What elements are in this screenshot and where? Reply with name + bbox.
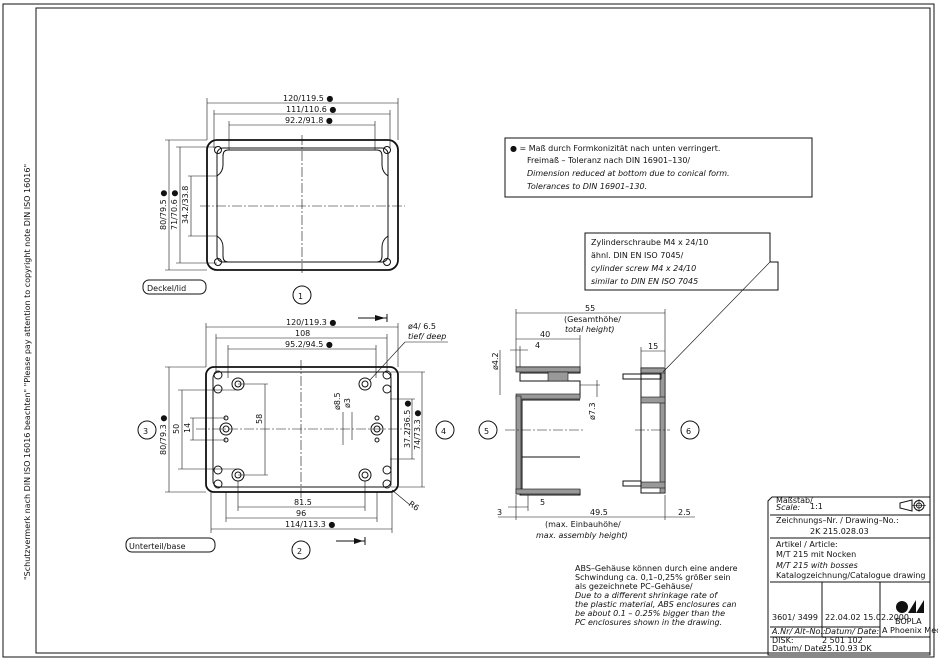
dim-3: 3 bbox=[497, 508, 502, 517]
note-abs-line: be about 0.1 – 0.25% bigger than the bbox=[575, 609, 725, 618]
date-label: Datum/ Date: bbox=[772, 644, 826, 653]
dim-lid-width-inner: 92.2/91.8 ● bbox=[285, 116, 333, 125]
hole-note-1: ø4/ 6.5 bbox=[408, 322, 436, 331]
dim-base-96: 96 bbox=[296, 509, 306, 518]
article-en: M/T 215 with bosses bbox=[776, 561, 858, 570]
revision-no: 3601/ 3499 bbox=[772, 613, 818, 622]
note-abs-line: als gezeichnete PC–Gehäuse/ bbox=[575, 582, 693, 591]
note-abs-line: the plastic material, ABS enclosures can bbox=[575, 600, 736, 609]
view-number-1: 1 bbox=[298, 292, 303, 301]
note-conicity: ● = Maß durch Formkonizität nach unten v… bbox=[504, 137, 813, 198]
view-number-4: 4 bbox=[441, 427, 446, 436]
article-label: Artikel / Article: bbox=[776, 540, 838, 549]
note-conicity-line: Tolerances to DIN 16901–130. bbox=[527, 182, 647, 191]
dim-lid-width-mid: 111/110.6 ● bbox=[286, 105, 336, 114]
dim-base-width-bottom: 114/113.3 ● bbox=[285, 520, 335, 529]
note-screw: Zylinderschraube M4 x 24/10 ähnl. DIN EN… bbox=[584, 232, 779, 373]
note-screw-line: cylinder screw M4 x 24/10 bbox=[591, 264, 696, 273]
brand-name: BOPLA bbox=[895, 617, 922, 626]
base-view: 120/119.3 ● 108 95.2/94.5 ● 81.5 96 114/… bbox=[125, 314, 455, 560]
assembly-height-label-de: (max. Einbauhöhe/ bbox=[545, 520, 621, 529]
lid-view: 120/119.5 ● 111/110.6 ● 92.2/91.8 ● 80/7… bbox=[142, 94, 405, 305]
note-screw-line: Zylinderschraube M4 x 24/10 bbox=[591, 238, 708, 247]
lid-label: Deckel/lid bbox=[147, 284, 186, 293]
note-conicity-line: ● = Maß durch Formkonizität nach unten v… bbox=[510, 144, 720, 153]
dim-5: 5 bbox=[540, 498, 545, 507]
revision-no-label: Ä.Nr/ Alt–No.: bbox=[771, 626, 826, 636]
hole-note-2: tief/ deep bbox=[408, 332, 446, 341]
inner-frame bbox=[35, 7, 931, 654]
assembly-height-label-en: max. assembly height) bbox=[536, 531, 628, 540]
dim-d73: ø7.3 bbox=[588, 402, 597, 420]
note-conicity-line: Freimaß – Toleranz nach DIN 16901–130/ bbox=[527, 156, 690, 165]
note-conicity-line: Dimension reduced at bottom due to conic… bbox=[527, 169, 730, 178]
view-number-3: 3 bbox=[143, 427, 148, 436]
drawing-no: 2K 215.028.03 bbox=[810, 527, 869, 536]
dim-40: 40 bbox=[540, 330, 550, 339]
dim-lid-height-outer: 80/79.5 ● bbox=[159, 190, 168, 230]
dim-base-d3: ø3 bbox=[343, 398, 352, 408]
note-abs: ABS–Gehäuse können durch eine andere Sch… bbox=[575, 564, 738, 627]
note-abs-line: Schwindung ca. 0,1–0,25% größer sein bbox=[575, 573, 731, 582]
article-type: Katalogzeichnung/Catalogue drawing bbox=[776, 571, 925, 580]
dim-base-width-outer: 120/119.3 ● bbox=[286, 318, 336, 327]
projection-symbol-icon bbox=[899, 499, 926, 512]
view-number-5: 5 bbox=[484, 427, 489, 436]
side-view-lid: 15 2.5 6 bbox=[622, 342, 700, 518]
dim-base-815: 81.5 bbox=[294, 498, 312, 507]
dim-base-372: 37.2/36.5 ● bbox=[403, 400, 412, 448]
view-number-2: 2 bbox=[297, 547, 302, 556]
total-height-label-de: (Gesamthöhe/ bbox=[564, 315, 621, 324]
dim-d42: ø4.2 bbox=[491, 352, 500, 370]
disk-label: DISK: bbox=[772, 636, 794, 645]
side-view-base: 55 (Gesamthöhe/ total height) 40 4 ø4.2 … bbox=[478, 304, 666, 540]
dim-495: 49.5 bbox=[590, 508, 608, 517]
date-value: 25.10.93 DK bbox=[822, 644, 872, 653]
bopla-logo-icon bbox=[896, 600, 924, 613]
dim-base-58: 58 bbox=[255, 414, 264, 424]
dim-base-50: 50 bbox=[172, 424, 181, 434]
revision-date: 22.04.02 15.02.2000 bbox=[825, 613, 909, 622]
dim-lid-width-outer: 120/119.5 ● bbox=[283, 94, 333, 103]
dim-base-14: 14 bbox=[183, 423, 192, 433]
dim-base-width-inner: 95.2/94.5 ● bbox=[285, 340, 333, 349]
dim-base-74: 74/73.3 ● bbox=[413, 410, 422, 450]
note-screw-line: ähnl. DIN EN ISO 7045/ bbox=[591, 251, 684, 260]
note-abs-line: ABS–Gehäuse können durch eine andere bbox=[575, 564, 738, 573]
dim-base-height-outer: 80/79.3 ● bbox=[159, 415, 168, 455]
revision-date-label: Datum/ Date: bbox=[825, 627, 879, 636]
dim-total: 55 bbox=[585, 304, 595, 313]
brand-subtitle: A Phoenix Mecano Company bbox=[882, 626, 938, 635]
note-abs-line: Due to a different shrinkage rate of bbox=[575, 591, 718, 600]
dim-4: 4 bbox=[535, 341, 540, 350]
total-height-label-en: total height) bbox=[565, 325, 614, 334]
dim-lid-height-mid: 71/70.6 ● bbox=[170, 190, 179, 230]
dim-base-d85: ø8.5 bbox=[333, 392, 342, 410]
copyright-note: "Schutzvermerk nach DIN ISO 16016 beacht… bbox=[23, 164, 32, 580]
note-abs-line: PC enclosures shown in the drawing. bbox=[575, 618, 722, 627]
dim-base-width-108: 108 bbox=[295, 329, 310, 338]
title-block: Maßstab/ Scale: 1:1 Zeichnungs–Nr. / Dra… bbox=[767, 496, 938, 656]
base-label: Unterteil/base bbox=[129, 542, 186, 551]
scale-label: Maßstab/ bbox=[776, 496, 813, 505]
scale-value: 1:1 bbox=[810, 502, 823, 511]
article-de: M/T 215 mit Nocken bbox=[776, 550, 856, 559]
dim-radius: R6 bbox=[407, 499, 421, 512]
drawing-no-label: Zeichnungs–Nr. / Drawing–No.: bbox=[776, 516, 899, 525]
dim-15: 15 bbox=[648, 342, 658, 351]
outer-frame bbox=[2, 3, 935, 658]
note-screw-line: similar to DIN EN ISO 7045 bbox=[591, 277, 698, 286]
scale-label-en: Scale: bbox=[776, 503, 801, 512]
view-number-6: 6 bbox=[686, 427, 691, 436]
disk-value: 2 501 102 bbox=[822, 636, 863, 645]
dim-lid-height-inner: 34.2/33.8 bbox=[181, 186, 190, 224]
dim-25: 2.5 bbox=[678, 508, 691, 517]
